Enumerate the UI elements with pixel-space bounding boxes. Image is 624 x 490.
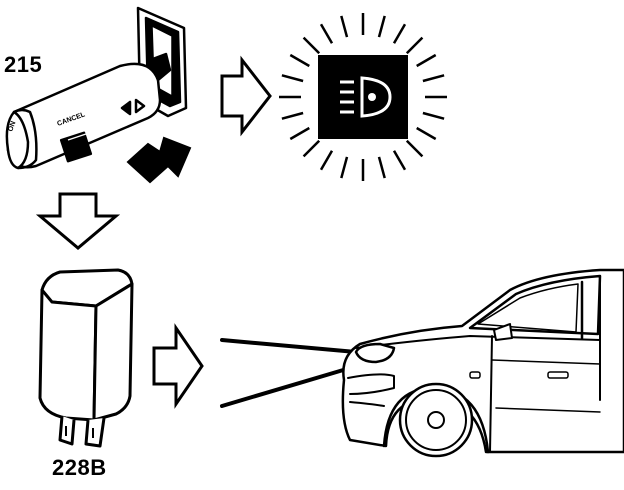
light-ray <box>392 150 407 171</box>
light-ray <box>289 53 310 68</box>
light-ray <box>302 139 321 158</box>
light-ray <box>302 36 321 55</box>
stalk-switch-label: 215 <box>4 52 43 77</box>
light-ray <box>289 126 310 141</box>
light-ray <box>377 156 386 179</box>
light-ray <box>422 111 445 120</box>
relay-label: 228B <box>52 455 107 480</box>
headlamp-icon <box>279 13 447 181</box>
stalk-switch <box>5 6 188 170</box>
stalk-on-text: ON <box>7 120 17 132</box>
arrow-right-icon <box>152 323 204 409</box>
light-ray <box>405 36 424 55</box>
light-ray <box>416 53 437 68</box>
arrow-right-icon <box>220 55 272 137</box>
light-ray <box>405 139 424 158</box>
light-ray <box>319 23 334 44</box>
light-ray <box>319 150 334 171</box>
light-ray <box>377 15 386 38</box>
light-ray <box>416 126 437 141</box>
light-ray <box>281 74 304 83</box>
light-ray <box>392 23 407 44</box>
arrow-down-icon <box>35 192 121 250</box>
light-ray <box>281 111 304 120</box>
light-ray <box>340 15 349 38</box>
car-front <box>341 268 624 458</box>
headlight-beams <box>220 338 358 408</box>
light-ray <box>340 156 349 179</box>
light-ray <box>422 74 445 83</box>
stalk-pull-arrow <box>126 136 192 184</box>
relay-228b <box>38 268 134 448</box>
